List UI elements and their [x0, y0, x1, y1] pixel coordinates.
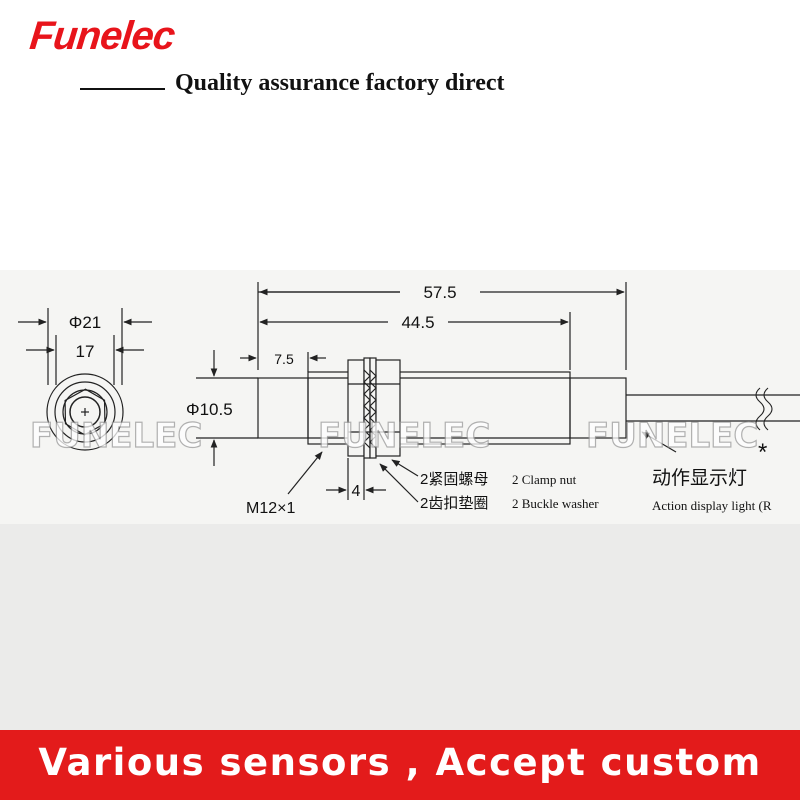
callout-clamp-nut-cn: 2紧固螺母: [420, 471, 488, 488]
dim-overall-length: 57.5: [423, 283, 456, 302]
drawing-shadow: [0, 524, 800, 730]
dim-hex-inner: 17: [76, 342, 95, 361]
callout-washer-en: 2 Buckle washer: [512, 496, 599, 511]
dim-hex-outer: Φ21: [69, 313, 101, 332]
callout-clamp-nut-en: 2 Clamp nut: [512, 472, 577, 487]
dim-thread-spec: M12×1: [246, 500, 295, 517]
footer-slogan: Various sensors , Accept custom: [38, 741, 762, 784]
end-view: [18, 308, 152, 451]
footer-banner: [0, 730, 800, 800]
dim-rear-section: 7.5: [274, 351, 294, 367]
tagline: Quality assurance factory direct: [175, 70, 505, 96]
tagline-rule: [80, 88, 165, 90]
side-view: [196, 282, 800, 503]
watermark-center: FUNELEC: [318, 416, 490, 456]
dim-thread-length: 44.5: [401, 313, 434, 332]
watermark-right: FUNELEC: [586, 416, 758, 456]
dim-body-diameter: Φ10.5: [186, 400, 233, 419]
callout-light-cn: 动作显示灯: [652, 467, 747, 489]
callout-asterisk: *: [758, 439, 767, 466]
dim-nut-width: 4: [352, 483, 361, 500]
callout-light-en: Action display light (R: [652, 498, 772, 513]
watermark-left: FUNELEC: [30, 416, 202, 456]
callout-washer-cn: 2齿扣垫圈: [420, 495, 488, 512]
